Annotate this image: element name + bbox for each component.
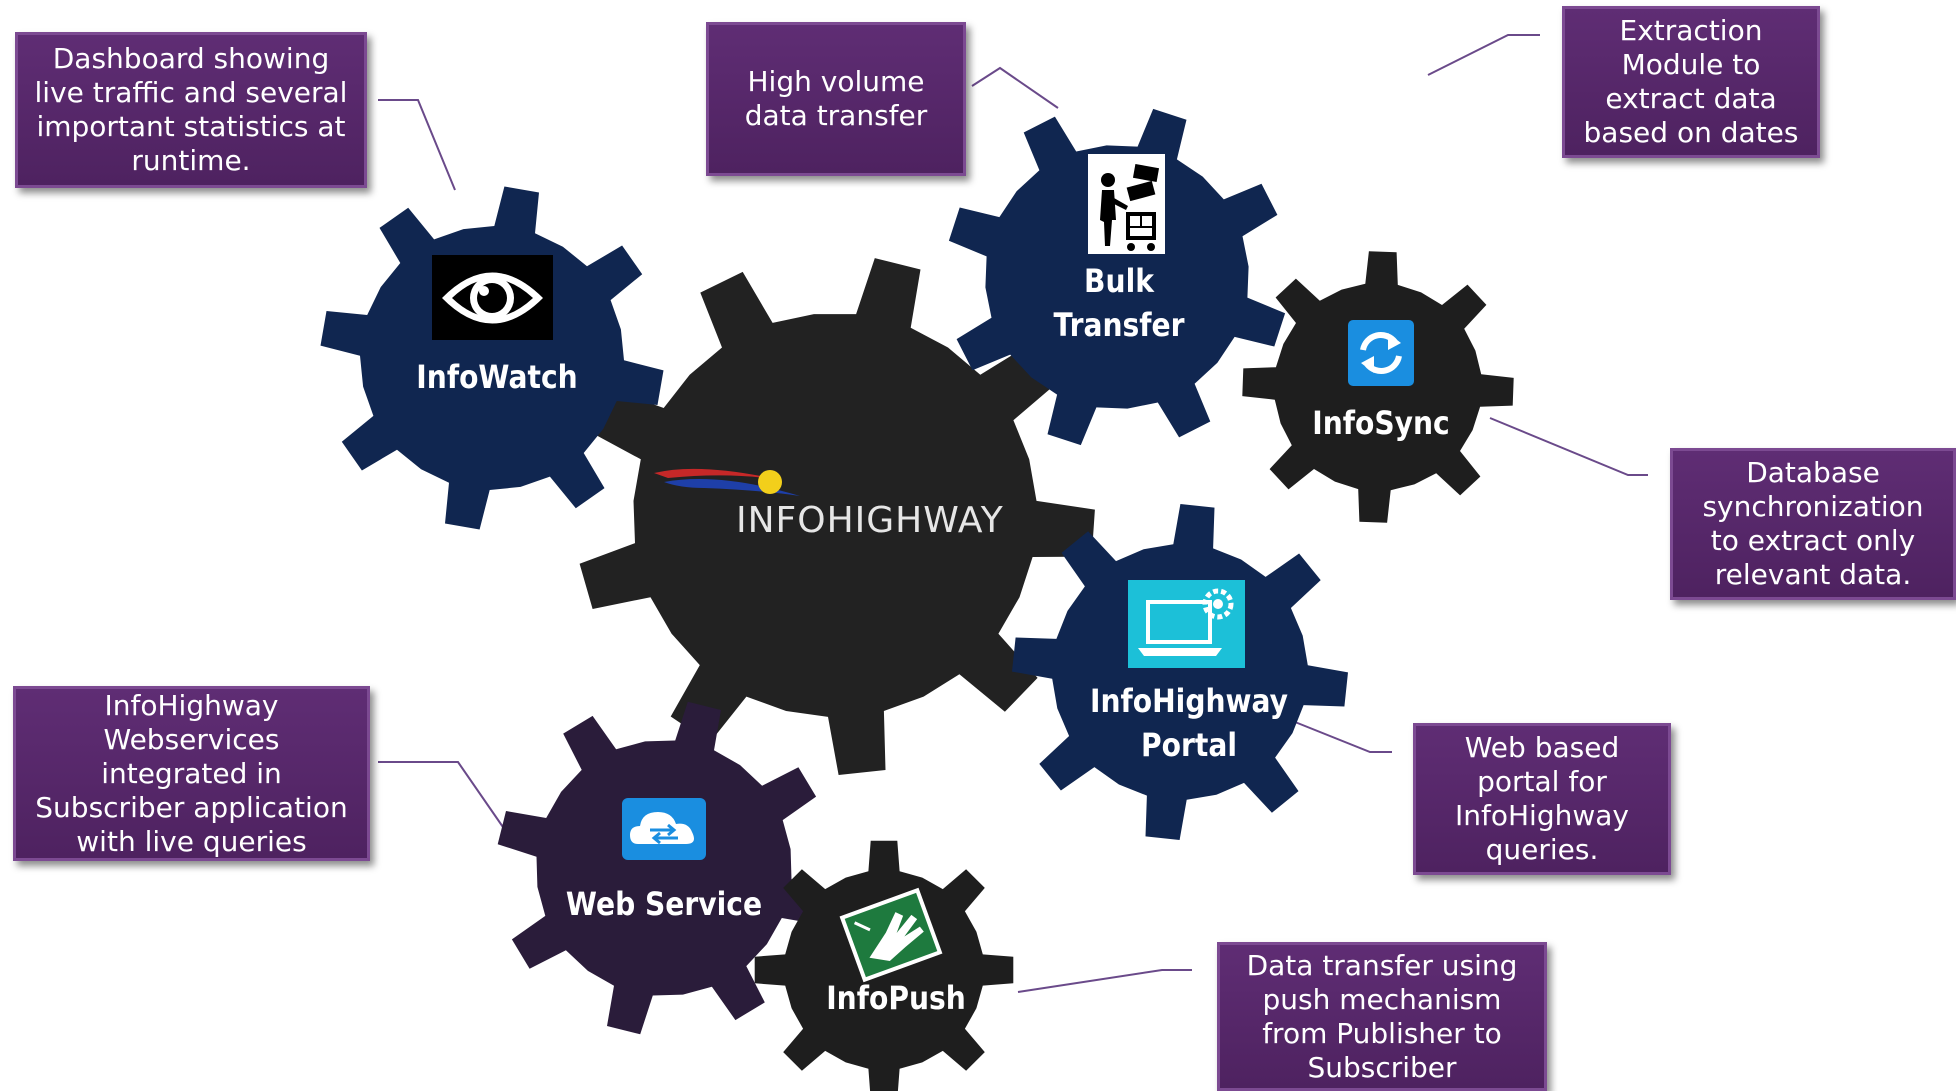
connector-extraction bbox=[1427, 34, 1540, 76]
connector-infowatch bbox=[378, 99, 456, 191]
gear-center bbox=[579, 258, 1095, 776]
gear-label-infosync: InfoSync bbox=[1312, 404, 1450, 442]
callout-infohighway-portal: Web based portal for InfoHighway queries… bbox=[1413, 723, 1671, 875]
gear-infowatch bbox=[320, 186, 664, 530]
callout-bulk-transfer: High volume data transfer bbox=[706, 22, 966, 176]
connector-infosync bbox=[1489, 417, 1648, 476]
cloud-transfer-icon bbox=[622, 798, 706, 860]
gear-label-infohighway-portal: InfoHighway Portal bbox=[1089, 682, 1289, 764]
gear-label-infowatch: InfoWatch bbox=[416, 358, 578, 396]
connector-portal bbox=[1284, 717, 1392, 753]
logo-sun bbox=[758, 470, 782, 494]
gear-label-bulk-transfer: Bulk Transfer bbox=[1053, 262, 1185, 344]
gear-label-web-service: Web Service bbox=[565, 885, 763, 923]
eye-icon bbox=[432, 255, 553, 340]
gear-label-infopush: InfoPush bbox=[826, 979, 966, 1017]
laptop-gear-icon bbox=[1128, 580, 1245, 668]
connector-bulk bbox=[971, 66, 1059, 109]
icons-layer bbox=[432, 154, 1414, 983]
infohighway-logo bbox=[654, 468, 800, 496]
brand-wordmark: INFOHIGHWAY bbox=[736, 500, 1004, 541]
callout-infopush: Data transfer using push mechanism from … bbox=[1217, 942, 1547, 1091]
callout-infowatch: Dashboard showing live traffic and sever… bbox=[15, 32, 367, 188]
callout-infosync: Database synchronization to extract only… bbox=[1670, 448, 1956, 600]
hand-push-icon bbox=[839, 887, 943, 983]
gears-layer bbox=[320, 108, 1514, 1091]
sync-icon bbox=[1348, 320, 1414, 386]
callout-extraction-module: Extraction Module to extract data based … bbox=[1562, 6, 1820, 158]
worker-icon bbox=[1088, 154, 1165, 254]
gear-portal bbox=[1012, 504, 1348, 840]
gear-webservice bbox=[497, 701, 831, 1035]
callout-web-service: InfoHighway Webservices integrated in Su… bbox=[13, 686, 370, 861]
connector-webservice bbox=[378, 761, 506, 831]
gear-infosync bbox=[1242, 251, 1514, 523]
connector-infopush bbox=[1017, 969, 1192, 993]
connector-lines bbox=[378, 34, 1648, 993]
logo-swoosh-red bbox=[654, 468, 780, 480]
gear-bulk bbox=[948, 108, 1286, 446]
